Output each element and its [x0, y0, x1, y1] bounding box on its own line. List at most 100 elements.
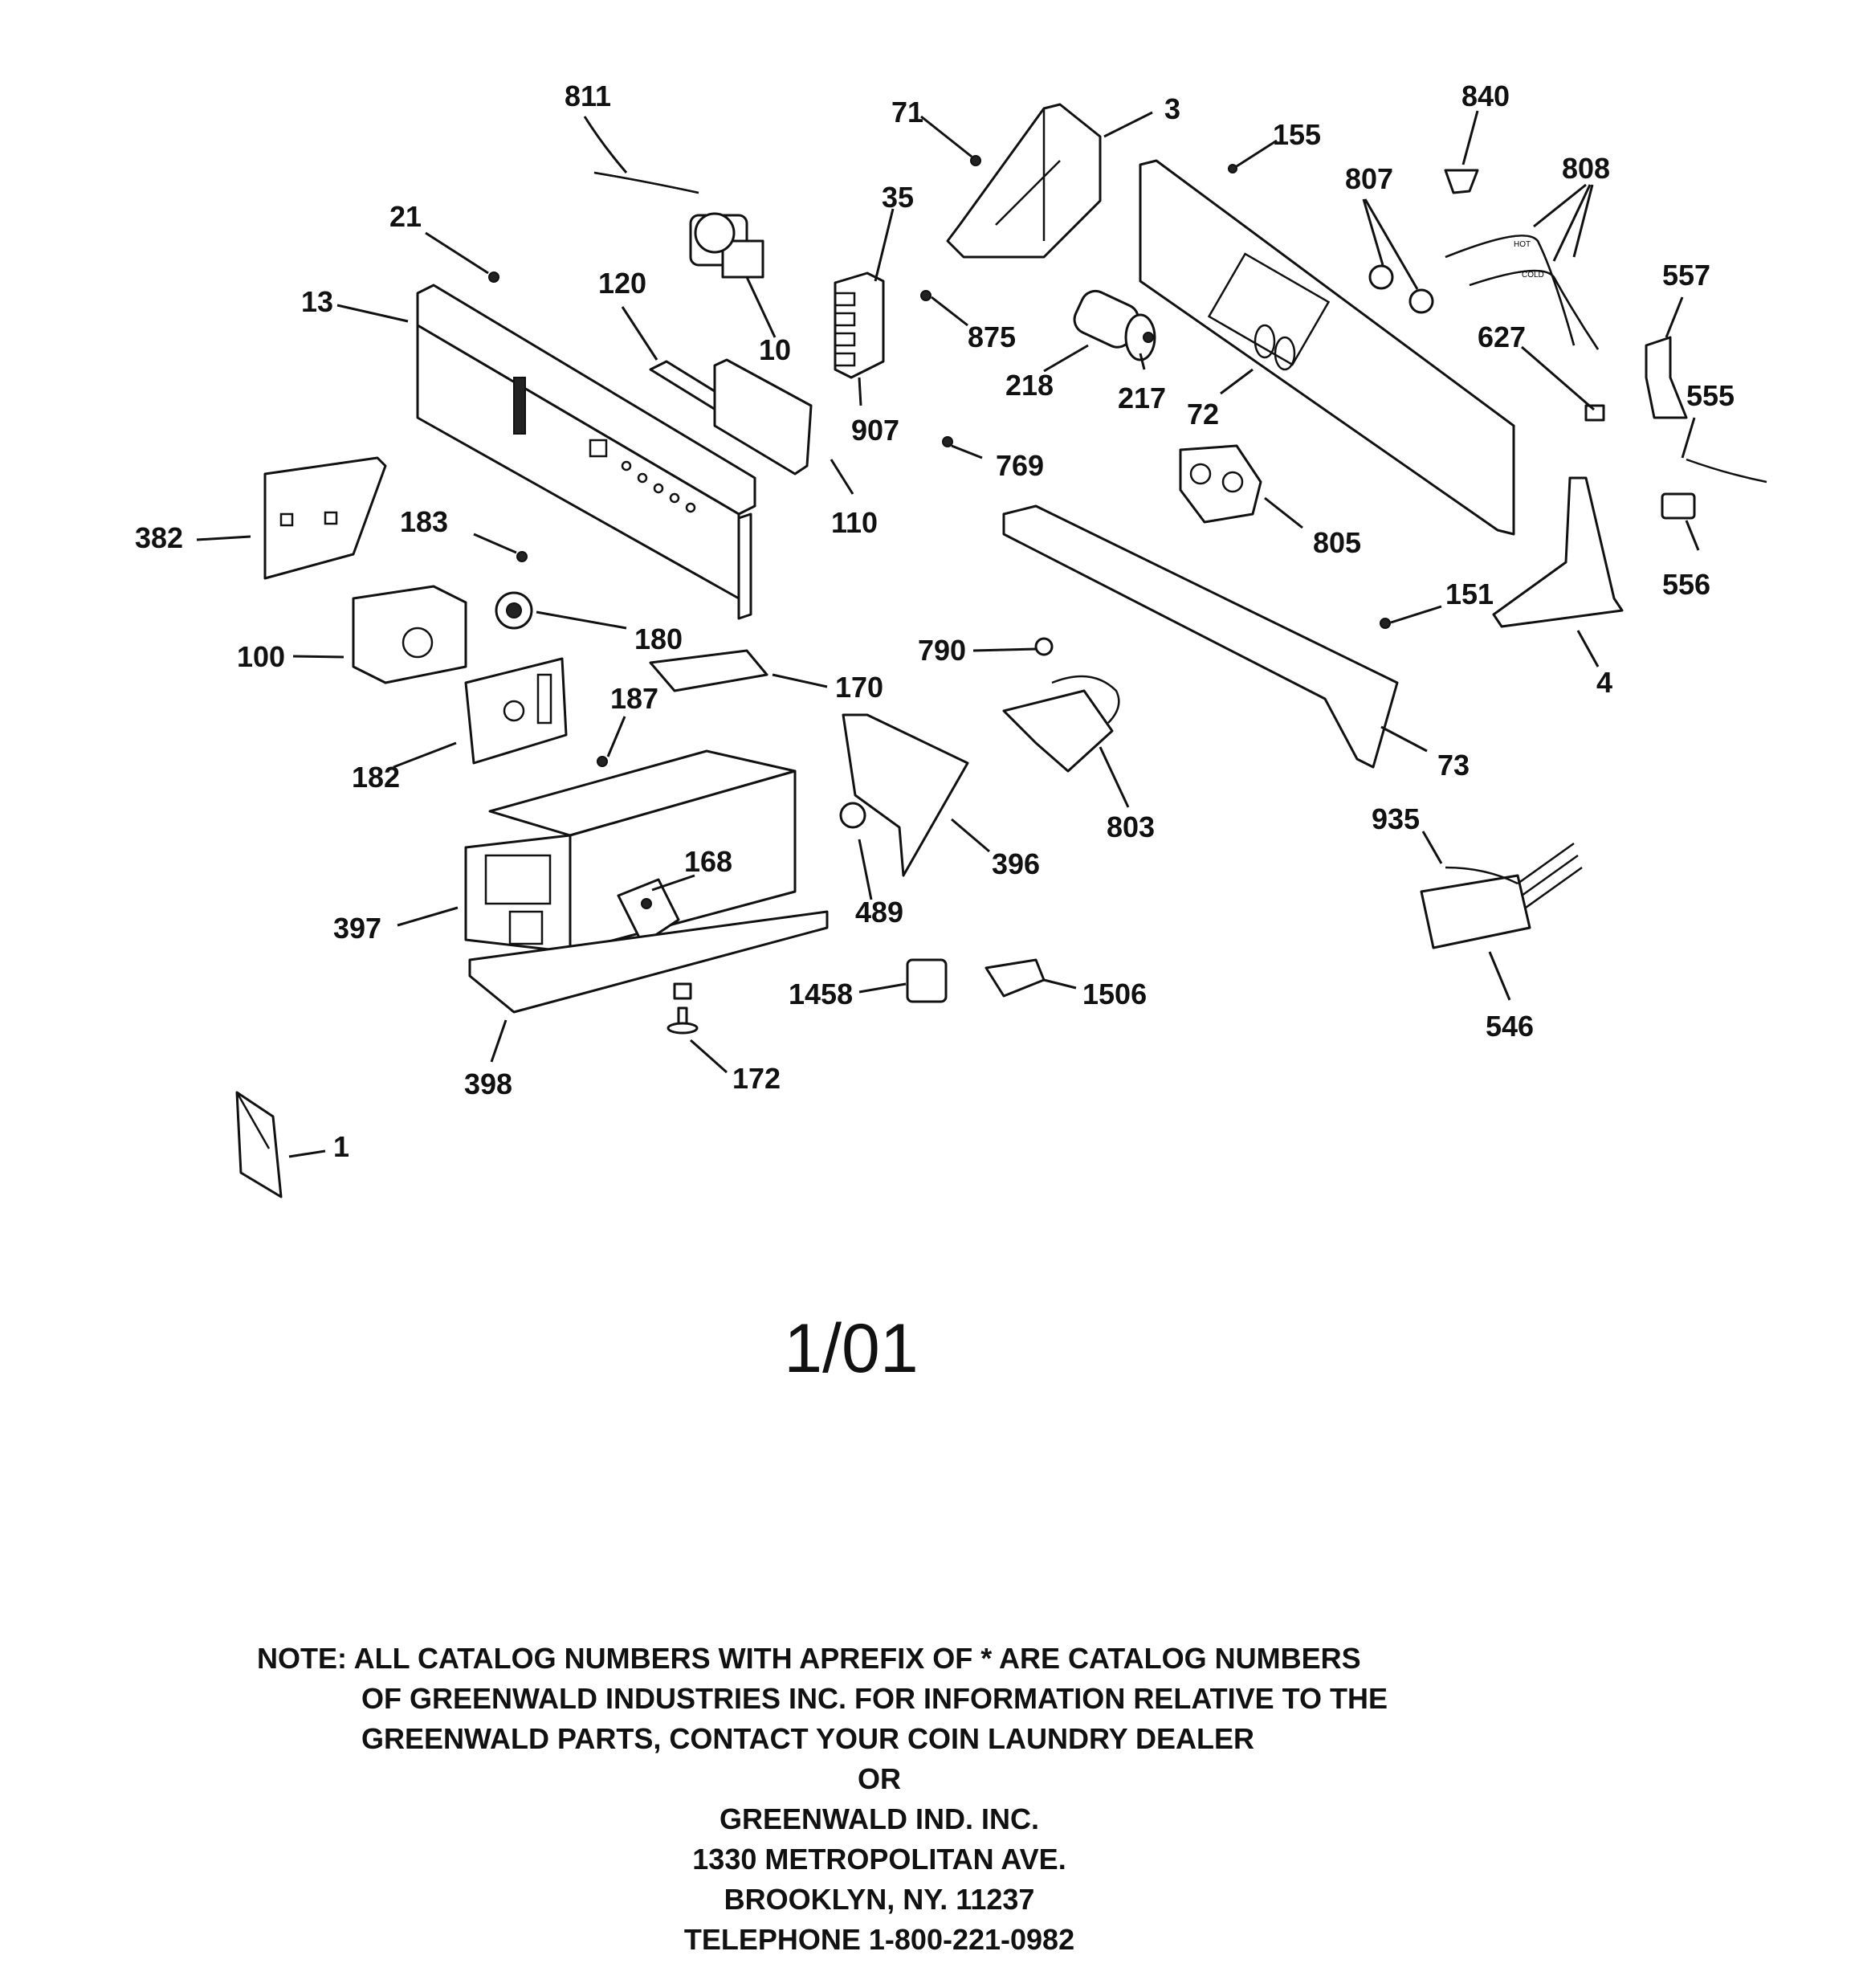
callout-1458: 1458 [789, 978, 853, 1010]
callout-397: 397 [333, 912, 381, 945]
clamp-790 [1034, 637, 1054, 656]
callout-100: 100 [237, 640, 285, 673]
note-line-3: GREENWALD PARTS, CONTACT YOUR COIN LAUND… [361, 1722, 1255, 1755]
greenwald-note: NOTE: ALL CATALOG NUMBERS WITH APREFIX O… [0, 1639, 1863, 1960]
valve-805 [1179, 444, 1262, 524]
note-line-1: NOTE: ALL CATALOG NUMBERS WITH APREFIX O… [257, 1642, 1361, 1675]
clip-627 [1584, 404, 1605, 422]
note-line-6: 1330 METROPOLITAN AVE. [692, 1843, 1066, 1876]
screw-183 [516, 551, 528, 562]
callout-790: 790 [918, 634, 966, 667]
callout-172: 172 [732, 1062, 781, 1095]
callout-71: 71 [891, 96, 923, 129]
callout-803: 803 [1107, 810, 1155, 843]
knob-180 [495, 591, 533, 630]
note-line-8: TELEPHONE 1-800-221-0982 [683, 1923, 1075, 1956]
pressure-switch-10 [689, 212, 764, 279]
callout-489: 489 [855, 896, 903, 929]
wire-555 [1686, 458, 1767, 484]
callout-1506: 1506 [1082, 978, 1147, 1010]
callout-13: 13 [301, 285, 333, 318]
callout-557: 557 [1662, 259, 1710, 292]
callout-21: 21 [389, 200, 422, 233]
base-398 [468, 910, 829, 1014]
knob-489 [839, 802, 866, 829]
note-line-5: GREENWALD IND. INC. [719, 1802, 1039, 1835]
timer-100 [352, 585, 467, 684]
housing-397 [464, 749, 797, 953]
plug-840 [1444, 169, 1479, 194]
cover-382 [263, 456, 387, 580]
callout-217: 217 [1118, 382, 1166, 414]
hose-hot-label: HOT [1514, 240, 1531, 249]
leg-4 [1492, 476, 1624, 628]
rail-73 [1002, 504, 1399, 769]
callout-187: 187 [610, 682, 658, 715]
callout-805: 805 [1313, 526, 1361, 559]
callout-10: 10 [759, 333, 791, 366]
callout-168: 168 [684, 845, 732, 878]
connector-556 [1661, 492, 1696, 520]
control-panel-13 [416, 284, 756, 620]
note-line-4: OR [858, 1762, 901, 1795]
hose-803 [1051, 675, 1120, 724]
duct-803 [1002, 689, 1114, 773]
callout-155: 155 [1273, 118, 1321, 151]
hose-cold-label: COLD [1522, 271, 1544, 280]
plate-170 [649, 649, 768, 692]
callout-182: 182 [352, 761, 400, 794]
leader-lines [196, 110, 1700, 1158]
note-line-7: BROOKLYN, NY. 11237 [724, 1883, 1035, 1916]
callout-396: 396 [992, 847, 1040, 880]
envelope-1 [235, 1091, 283, 1198]
callout-120: 120 [598, 267, 646, 300]
callout-72: 72 [1187, 398, 1219, 431]
screw-769 [942, 436, 953, 447]
callout-4: 4 [1596, 666, 1612, 699]
callout-170: 170 [835, 671, 883, 704]
callout-3: 3 [1164, 92, 1180, 125]
callout-875: 875 [968, 320, 1016, 353]
switch-35 [834, 271, 885, 379]
callout-807: 807 [1345, 162, 1393, 195]
screw-21 [488, 271, 499, 283]
callout-627: 627 [1478, 320, 1526, 353]
callout-1: 1 [333, 1130, 349, 1163]
exploded-parts-diagram: HOT COLD [135, 80, 1767, 1198]
callout-labels: 811 71 3 155 840 807 808 21 35 13 120 10… [135, 80, 1735, 1163]
callout-808: 808 [1562, 152, 1610, 185]
connector-1458 [906, 958, 948, 1003]
screw-71 [970, 155, 981, 166]
harness-546 [1420, 842, 1583, 949]
callout-35: 35 [882, 181, 914, 214]
callout-151: 151 [1445, 578, 1494, 610]
screw-151 [1380, 618, 1391, 629]
foot-172 [667, 982, 699, 1035]
note-line-2: OF GREENWALD INDUSTRIES INC. FOR INFORMA… [361, 1682, 1388, 1715]
callout-218: 218 [1005, 369, 1054, 402]
capacitor-218 [1073, 289, 1156, 361]
callout-556: 556 [1662, 568, 1710, 601]
callout-555: 555 [1686, 379, 1735, 412]
callout-180: 180 [634, 623, 683, 655]
screw-875 [920, 290, 932, 301]
callout-73: 73 [1437, 749, 1470, 782]
callout-398: 398 [464, 1067, 512, 1100]
screw-187 [597, 756, 608, 767]
callout-769: 769 [996, 449, 1044, 482]
callout-546: 546 [1486, 1010, 1534, 1043]
screw-155 [1228, 164, 1237, 173]
board-110 [713, 358, 813, 476]
connector-1506 [984, 958, 1046, 998]
switch-557 [1645, 336, 1688, 419]
wire-935 [1445, 866, 1519, 885]
bracket-3 [946, 103, 1102, 259]
back-panel-72 [1139, 159, 1515, 536]
callout-811: 811 [565, 80, 611, 112]
callout-382: 382 [135, 521, 183, 554]
callout-840: 840 [1461, 80, 1510, 112]
washer-807a [1368, 264, 1394, 290]
callout-110: 110 [831, 506, 878, 539]
fill-hoses-808: HOT COLD [1445, 235, 1600, 350]
washer-807b [1408, 288, 1434, 314]
